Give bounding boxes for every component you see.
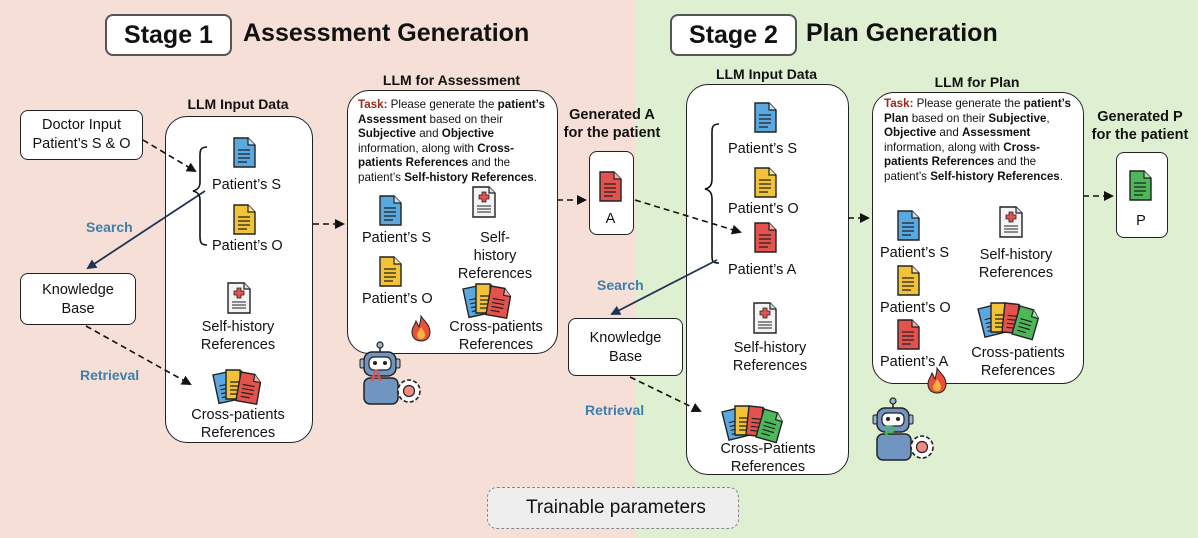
task1-p4: and bbox=[416, 127, 442, 140]
task2-p5: Objective bbox=[884, 126, 937, 139]
self-history-2-line1: Self- bbox=[480, 230, 510, 246]
task1-p6: information, along with bbox=[358, 141, 478, 155]
llm-input-title-2: LLM Input Data bbox=[715, 66, 818, 82]
self-history-3-line2: References bbox=[732, 358, 808, 374]
cross-3-line1: Cross-Patients bbox=[720, 441, 816, 457]
retrieval-label-1: Retrieval bbox=[80, 367, 140, 383]
task2-p10: and the patient’s bbox=[884, 155, 1037, 183]
generated-a-title: Generated A for the patient bbox=[556, 106, 668, 142]
task1-p8: and the patient’s bbox=[358, 156, 511, 184]
cross-label-1: Cross-patients References bbox=[170, 406, 306, 442]
self-history-label-2: Self- history References bbox=[440, 229, 550, 283]
task1-p3: Subjective bbox=[358, 127, 416, 140]
cross-2-line1: Cross-patients bbox=[449, 319, 543, 335]
task2-p8: information, along with bbox=[884, 140, 1004, 154]
task1-p0: Please generate the bbox=[387, 98, 498, 111]
llm-plan-title: LLM for Plan bbox=[934, 74, 1020, 90]
stage1-badge: Stage 1 bbox=[105, 14, 232, 56]
knowledge-base-box-1: Knowledge Base bbox=[20, 273, 136, 325]
assessment-task-text: Task: Please generate the patient’s Asse… bbox=[358, 98, 550, 185]
cross-label-4: Cross-patients References bbox=[960, 344, 1076, 380]
kb2-line2: Base bbox=[608, 349, 643, 365]
task2-p12: . bbox=[1059, 169, 1063, 183]
patient-s-label-4: Patient’s S bbox=[880, 245, 950, 261]
cross-4-line2: References bbox=[980, 363, 1056, 379]
self-history-2-line2: history References bbox=[457, 248, 533, 282]
patient-o-label-4: Patient’s O bbox=[880, 300, 951, 316]
self-history-1-line1: Self-history bbox=[201, 319, 275, 335]
retrieval-label-2: Retrieval bbox=[585, 402, 645, 418]
task1-p9: Self-history References bbox=[404, 170, 534, 184]
cross-2-line2: References bbox=[458, 337, 534, 353]
cross-1-line2: References bbox=[200, 425, 276, 441]
legend-box: Trainable parameters bbox=[487, 487, 739, 529]
search-label-1: Search bbox=[86, 219, 133, 235]
kb1-line2: Base bbox=[61, 301, 95, 317]
self-history-label-1: Self-history References bbox=[178, 318, 298, 354]
generated-p-title: Generated P for the patient bbox=[1082, 108, 1198, 144]
task2-p3: Subjective bbox=[988, 111, 1047, 125]
kb1-line1: Knowledge bbox=[42, 282, 114, 298]
task1-p1: patient’s Assessment bbox=[358, 98, 545, 126]
patient-s-label-3: Patient’s S bbox=[728, 141, 798, 157]
doctor-input-line2: Patient’s S & O bbox=[32, 136, 131, 152]
robot-p-letter: P bbox=[884, 422, 896, 441]
kb2-line1: Knowledge bbox=[589, 330, 662, 346]
self-history-4-line1: Self-history bbox=[979, 247, 1053, 263]
generated-p-line1: Generated P bbox=[1097, 109, 1183, 125]
generated-a-label: A bbox=[605, 211, 616, 227]
task-label-2: Task: bbox=[884, 97, 914, 110]
task1-p5: Objective bbox=[441, 127, 494, 140]
stage1-title: Assessment Generation bbox=[243, 19, 530, 47]
robot-a-letter: A bbox=[370, 366, 383, 385]
task2-p11: Self-history References bbox=[930, 169, 1060, 183]
self-history-label-3: Self-history References bbox=[706, 339, 834, 375]
task2-p7: Assessment bbox=[962, 126, 1031, 139]
self-history-3-line1: Self-history bbox=[733, 340, 807, 356]
doctor-input-box: Doctor Input Patient’s S & O bbox=[20, 110, 143, 160]
generated-a-line2: for the patient bbox=[563, 125, 661, 141]
cross-label-3: Cross-Patients References bbox=[700, 440, 836, 476]
cross-label-2: Cross-patients References bbox=[440, 318, 552, 354]
stage2-title: Plan Generation bbox=[806, 19, 998, 47]
task2-p9: Cross-patients References bbox=[884, 140, 1040, 169]
generated-p-line2: for the patient bbox=[1091, 127, 1189, 143]
self-history-4-line2: References bbox=[978, 265, 1054, 281]
patient-o-label-2: Patient’s O bbox=[362, 291, 433, 307]
cross-4-line1: Cross-patients bbox=[971, 345, 1065, 361]
task1-p10: . bbox=[533, 170, 537, 184]
patient-a-label-3: Patient’s A bbox=[728, 262, 797, 278]
task2-p1: patient’s Plan bbox=[884, 97, 1071, 125]
patient-o-label-3: Patient’s O bbox=[728, 201, 799, 217]
task2-p2: based on their bbox=[908, 111, 989, 125]
generated-a-line1: Generated A bbox=[569, 107, 655, 123]
cross-1-line1: Cross-patients bbox=[191, 407, 285, 423]
generated-p-label: P bbox=[1136, 213, 1146, 229]
patient-a-label-4: Patient’s A bbox=[880, 354, 949, 370]
stage2-badge: Stage 2 bbox=[670, 14, 797, 56]
task1-p2: based on their bbox=[426, 112, 504, 126]
patient-s-label-1: Patient’s S bbox=[212, 177, 282, 193]
self-history-label-4: Self-history References bbox=[960, 246, 1072, 282]
doctor-input-line1: Doctor Input bbox=[42, 117, 121, 133]
cross-3-line2: References bbox=[730, 459, 806, 475]
plan-task-text: Task: Please generate the patient’s Plan… bbox=[884, 97, 1076, 184]
task-label-1: Task: bbox=[358, 98, 388, 111]
task2-p0: Please generate the bbox=[913, 97, 1024, 110]
legend-label: Trainable parameters bbox=[526, 497, 706, 518]
llm-assessment-title: LLM for Assessment bbox=[382, 72, 521, 88]
patient-s-label-2: Patient’s S bbox=[362, 230, 432, 246]
knowledge-base-box-2: Knowledge Base bbox=[568, 318, 683, 376]
task2-p4: , bbox=[1046, 111, 1050, 125]
task2-p6: and bbox=[936, 126, 962, 139]
patient-o-label-1: Patient’s O bbox=[212, 238, 283, 254]
llm-input-title-1: LLM Input Data bbox=[187, 96, 289, 112]
search-label-2: Search bbox=[597, 277, 644, 293]
task1-p7: Cross-patients References bbox=[358, 141, 514, 170]
self-history-1-line2: References bbox=[200, 337, 276, 353]
